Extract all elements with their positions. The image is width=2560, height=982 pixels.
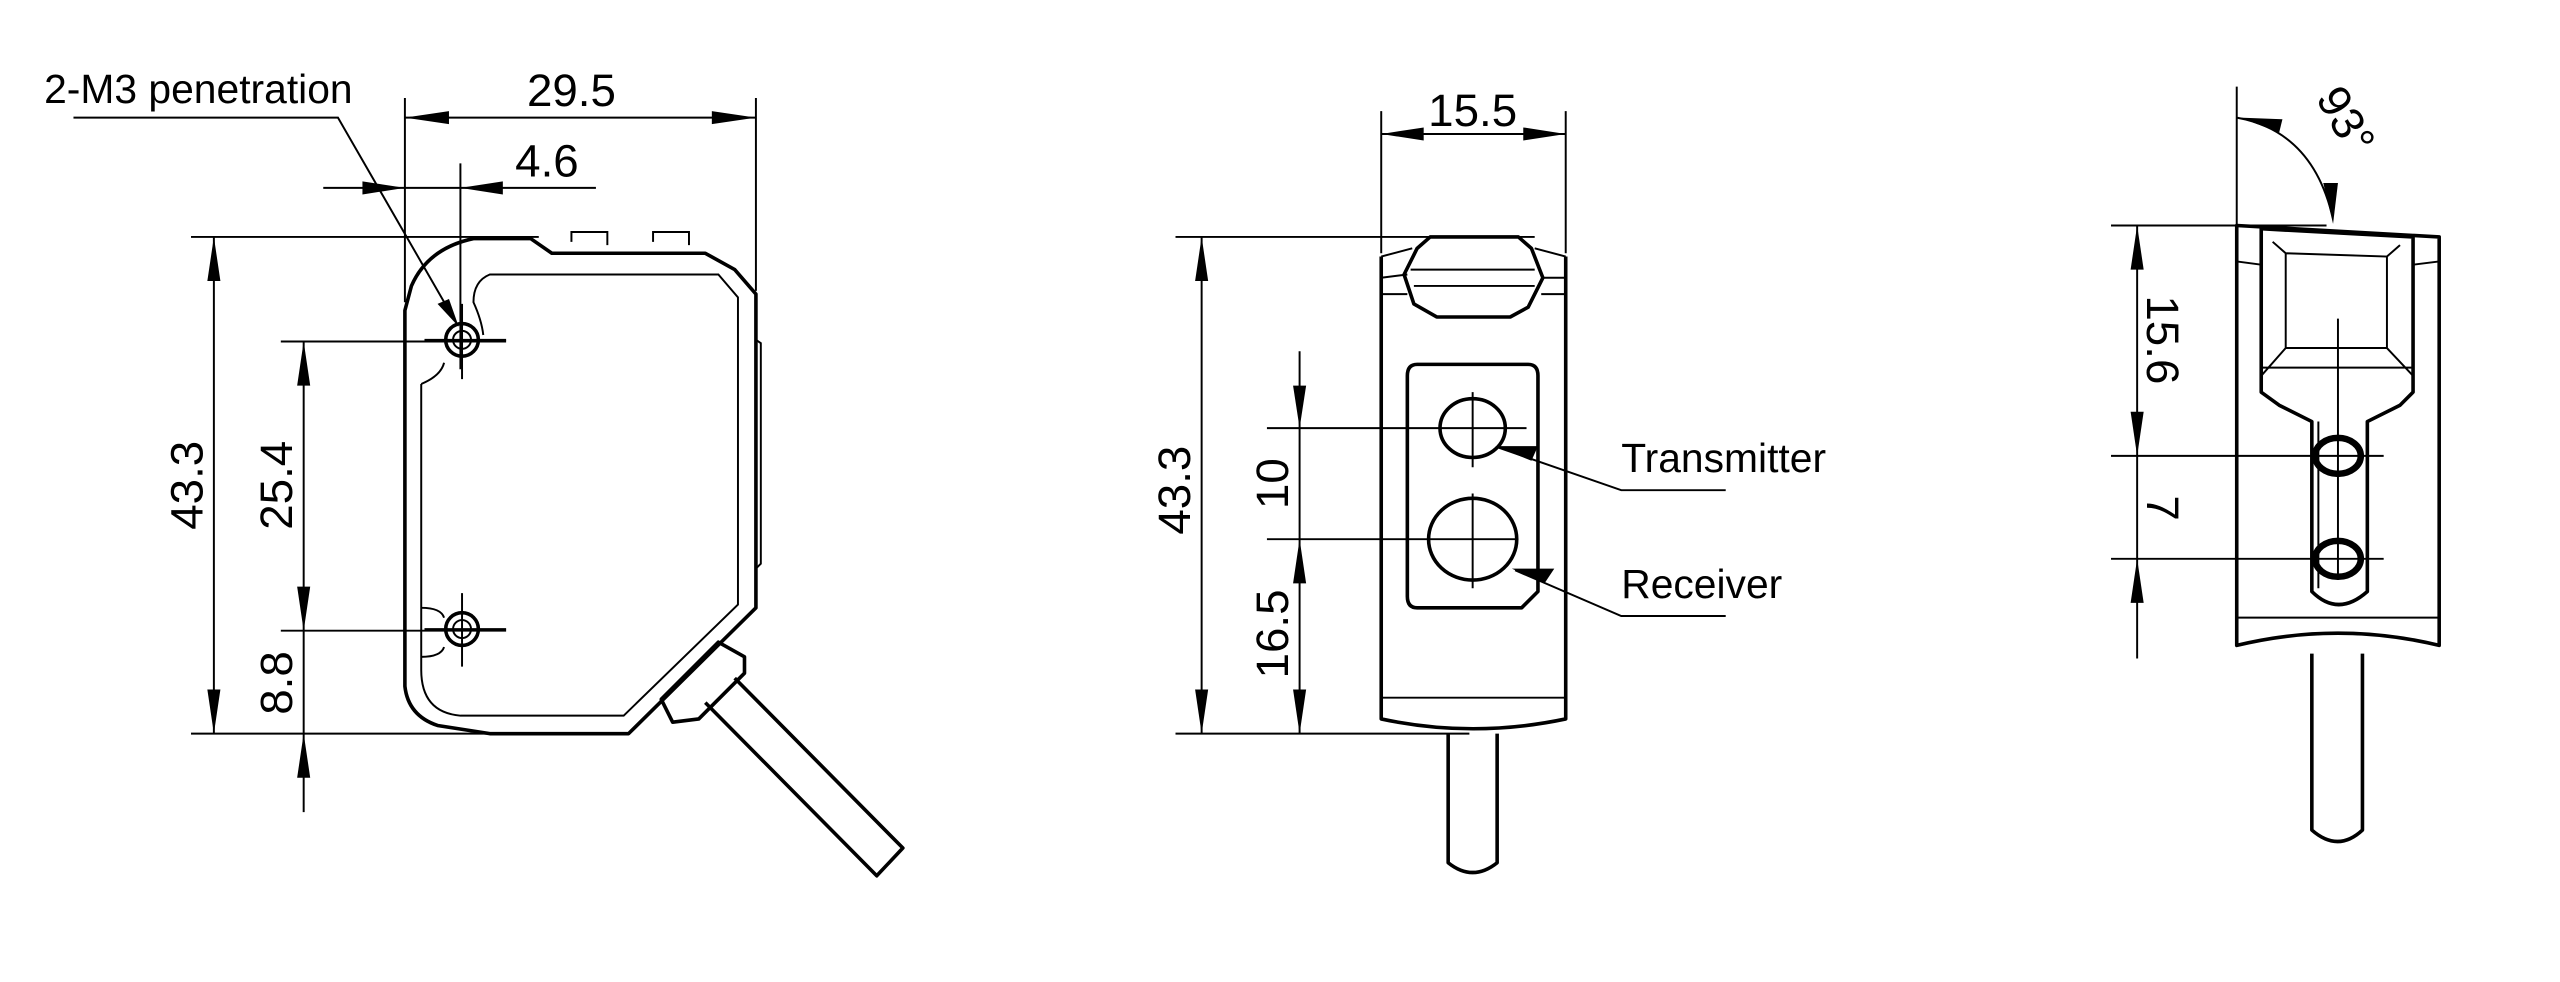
front-width-dimension: 15.5: [1428, 85, 1517, 136]
side-view: 2-M3 penetration 29.5 4.6 43.3 25.4 8.8: [44, 65, 905, 878]
hole-offset-dimension: 4.6: [515, 135, 579, 186]
sensor-body-side: [403, 231, 762, 736]
sensor-body-rear: [2234, 223, 2441, 648]
transmitter-offset-dimension: 10: [1247, 458, 1298, 509]
rear-hole-pitch-dimension: 7: [2137, 495, 2188, 520]
receiver-label: Receiver: [1621, 561, 1782, 607]
front-view: 15.5 43.3 10 16.5 Transmitter Receiver: [1149, 85, 1826, 875]
sensor-body-front: [1379, 235, 1568, 731]
hole-bottom-dimension: 8.8: [251, 651, 302, 715]
hole-label: 2-M3 penetration: [44, 66, 353, 112]
receiver-height-dimension: 16.5: [1247, 589, 1298, 678]
hole-pitch-dimension: 25.4: [251, 441, 302, 530]
width-dimension: 29.5: [527, 65, 616, 116]
cable-side: [704, 676, 905, 878]
cable-front: [1446, 733, 1499, 875]
transmitter-label: Transmitter: [1621, 435, 1826, 481]
cable-rear: [2310, 653, 2365, 844]
height-dimension: 43.3: [161, 441, 212, 530]
top-to-hole-dimension: 15.6: [2137, 295, 2188, 384]
front-height-dimension: 43.3: [1149, 446, 1200, 535]
angle-dimension: 93°: [2306, 78, 2385, 163]
rear-view: 93° 15.6 7: [2111, 78, 2441, 844]
